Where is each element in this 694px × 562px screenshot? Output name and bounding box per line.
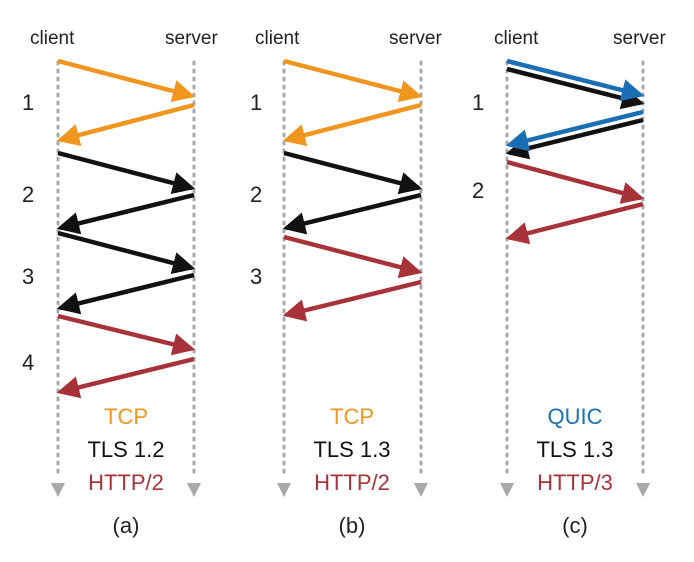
tls-arrow (57, 150, 196, 195)
panel-a: client server 1 2 3 4 TCP TLS 1.2 HTTP/2… (22, 28, 218, 538)
quic-arrow (506, 58, 645, 102)
protocol-tls-label: TLS 1.3 (313, 437, 390, 462)
http-response-arrow (505, 201, 644, 245)
http-request-arrow (57, 313, 196, 356)
panel-c: client server 1 2 QUIC TLS 1.3 HTTP/3 (c… (472, 28, 666, 538)
protocol-http-label: HTTP/3 (537, 470, 613, 495)
client-timeline-end (51, 483, 65, 497)
client-timeline-end (277, 483, 291, 497)
protocol-http-label: HTTP/2 (88, 470, 164, 495)
tls-arrow (57, 230, 196, 275)
http-response-arrow (56, 356, 195, 399)
step-number: 2 (250, 182, 262, 207)
step-number: 1 (472, 90, 484, 115)
panel-caption: (c) (562, 513, 588, 538)
tcp-synack-arrow (282, 102, 422, 147)
step-number: 2 (22, 182, 34, 207)
panel-b: client server 1 2 3 TCP TLS 1.3 HTTP/2 (… (250, 28, 442, 538)
tls-arrow (505, 117, 644, 160)
panel-caption: (a) (113, 513, 140, 538)
server-timeline-end (187, 483, 201, 497)
http-request-arrow (283, 234, 423, 279)
protocol-quic-label: QUIC (548, 404, 603, 429)
tls-arrow (506, 66, 645, 110)
client-label: client (30, 28, 75, 49)
protocol-tls-label: TLS 1.3 (536, 437, 613, 462)
tcp-syn-arrow (283, 58, 423, 103)
client-label: client (255, 28, 300, 49)
tls-arrow (56, 192, 195, 235)
quic-arrow (505, 109, 644, 152)
protocol-http-label: HTTP/2 (314, 470, 390, 495)
server-timeline-end (414, 483, 428, 497)
server-label: server (165, 28, 218, 49)
step-number: 1 (22, 90, 34, 115)
protocol-tls-label: TLS 1.2 (87, 437, 164, 462)
tls-arrow (282, 192, 422, 235)
server-timeline-end (636, 483, 650, 497)
tls-arrow (283, 150, 423, 195)
http-request-arrow (506, 159, 645, 204)
step-number: 3 (250, 264, 262, 289)
server-label: server (613, 28, 666, 49)
server-label: server (389, 28, 442, 49)
step-number: 3 (22, 264, 34, 289)
client-label: client (494, 28, 539, 49)
client-timeline-end (500, 483, 514, 497)
step-number: 1 (250, 90, 262, 115)
tcp-synack-arrow (56, 102, 195, 147)
panel-caption: (b) (339, 513, 366, 538)
step-number: 2 (472, 178, 484, 203)
protocol-tcp-label: TCP (104, 404, 148, 429)
tcp-syn-arrow (57, 58, 196, 103)
step-number: 4 (22, 350, 34, 375)
protocol-tcp-label: TCP (330, 404, 374, 429)
http-response-arrow (282, 279, 422, 322)
tls-arrow (56, 272, 195, 315)
